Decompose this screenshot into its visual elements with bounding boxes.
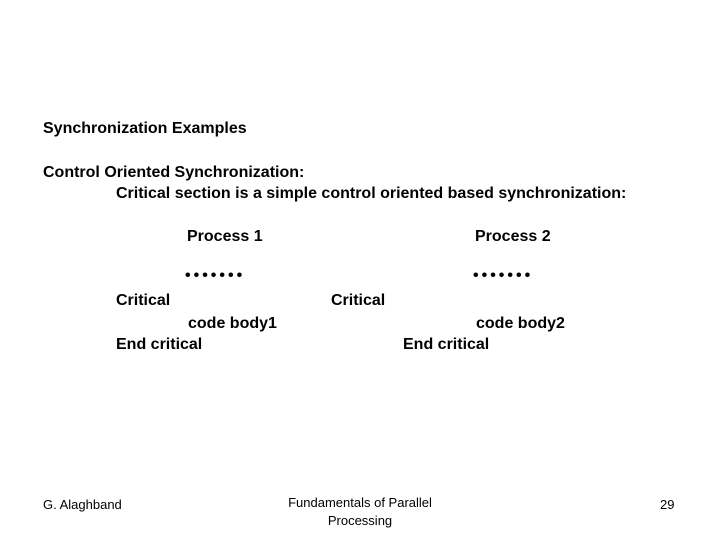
- process-2-code-body: code body2: [476, 315, 565, 332]
- process-2-label: Process 2: [475, 228, 551, 245]
- footer-author: G. Alaghband: [43, 497, 122, 512]
- process-1-code-body: code body1: [188, 315, 277, 332]
- process-1-critical: Critical: [116, 292, 171, 309]
- slide-title: Synchronization Examples: [43, 120, 247, 137]
- process-1-end-critical: End critical: [116, 336, 203, 353]
- process-2-ellipsis: •••••••: [473, 267, 534, 284]
- process-1-ellipsis: •••••••: [185, 267, 246, 284]
- section-heading: Control Oriented Synchronization:: [43, 164, 305, 181]
- process-2-critical: Critical: [331, 292, 386, 309]
- footer-page-number: 29: [660, 497, 675, 512]
- section-subheading: Critical section is a simple control ori…: [116, 185, 627, 202]
- footer-course: Fundamentals of Parallel Processing: [288, 495, 432, 528]
- process-2-end-critical: End critical: [403, 336, 490, 353]
- process-1-label: Process 1: [187, 228, 263, 245]
